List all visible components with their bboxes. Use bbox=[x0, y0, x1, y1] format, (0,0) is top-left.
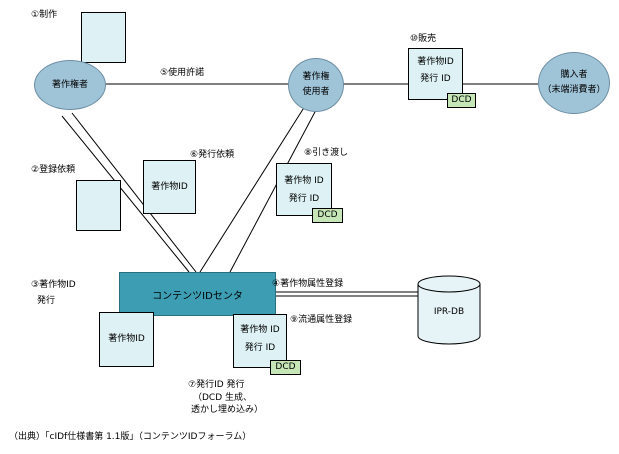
buyer-label-1: 購入者 bbox=[560, 70, 588, 80]
content-id-center-label: コンテンツIDセンタ bbox=[152, 290, 243, 302]
issued-id-doc: 著作物 ID 発行 ID bbox=[233, 314, 287, 368]
line-center-to-user-b bbox=[229, 109, 317, 273]
step-10-label: ⑩販売 bbox=[410, 34, 437, 44]
step-6-label: ⑥発行依頼 bbox=[190, 150, 235, 160]
sale-doc-work-id: 著作物ID bbox=[417, 57, 454, 67]
issued-id-doc-work-id: 著作物 ID bbox=[240, 325, 280, 335]
line-center-to-user-a bbox=[199, 105, 306, 273]
step-2-label: ②登録依頼 bbox=[31, 165, 76, 175]
issued-id-doc-dcd-tag: DCD bbox=[270, 360, 301, 375]
issued-work-id-doc: 著作物ID bbox=[99, 312, 154, 367]
sale-doc-dcd-tag: DCD bbox=[447, 93, 476, 108]
registration-doc bbox=[76, 180, 121, 231]
step-5-label: ⑤使用許諾 bbox=[160, 68, 205, 78]
step-1-label: ①制作 bbox=[31, 10, 58, 20]
buyer-label-2: （末端消費者） bbox=[542, 85, 606, 95]
ipr-db-label: IPR-DB bbox=[433, 307, 465, 317]
step-3-label-2: 発行 bbox=[37, 296, 56, 306]
delivery-doc-issue-id: 発行 ID bbox=[288, 194, 320, 204]
buyer-node: 購入者 （末端消費者） bbox=[538, 52, 610, 114]
step-4-label: ④著作物属性登録 bbox=[272, 279, 344, 289]
step-7-label-3: 透かし埋め込み） bbox=[191, 405, 264, 415]
issued-id-doc-issue-id: 発行 ID bbox=[244, 343, 276, 353]
step-8-label: ⑧引き渡し bbox=[304, 148, 349, 158]
issue-request-doc-work-id: 著作物ID bbox=[151, 182, 188, 192]
issued-work-id-doc-label: 著作物ID bbox=[108, 334, 145, 344]
copyright-holder-node: 著作権者 bbox=[34, 60, 106, 110]
step-3-label-1: ③著作物ID bbox=[31, 280, 76, 290]
issue-request-doc: 著作物ID bbox=[143, 160, 196, 214]
line-author-to-center-a bbox=[61, 115, 190, 273]
copyright-user-label-1: 著作権 bbox=[302, 72, 330, 82]
sale-doc-issue-id: 発行 ID bbox=[420, 74, 451, 84]
copyright-holder-label: 著作権者 bbox=[51, 79, 88, 90]
delivery-doc: 著作物 ID 発行 ID bbox=[276, 163, 332, 216]
content-id-center: コンテンツIDセンタ bbox=[119, 272, 276, 316]
step-9-label: ⑨流通属性登録 bbox=[290, 315, 353, 325]
line-author-to-center-b bbox=[71, 112, 197, 273]
delivery-doc-dcd-tag: DCD bbox=[312, 208, 343, 223]
delivery-doc-work-id: 著作物 ID bbox=[284, 176, 324, 186]
source-citation: （出典）「cIDf仕様書第 1.1版」（コンテンツIDフォーラム） bbox=[9, 432, 252, 442]
step-7-label-2: （DCD 生成、 bbox=[193, 393, 253, 403]
step-7-label-1: ⑦発行ID 発行 bbox=[188, 380, 245, 390]
copyright-user-node: 著作権 使用者 bbox=[288, 58, 344, 112]
sale-doc: 著作物ID 発行 ID bbox=[408, 48, 463, 100]
copyright-user-label-2: 使用者 bbox=[302, 87, 330, 97]
ipr-db-cylinder bbox=[417, 275, 481, 345]
produced-work-doc bbox=[81, 12, 126, 63]
